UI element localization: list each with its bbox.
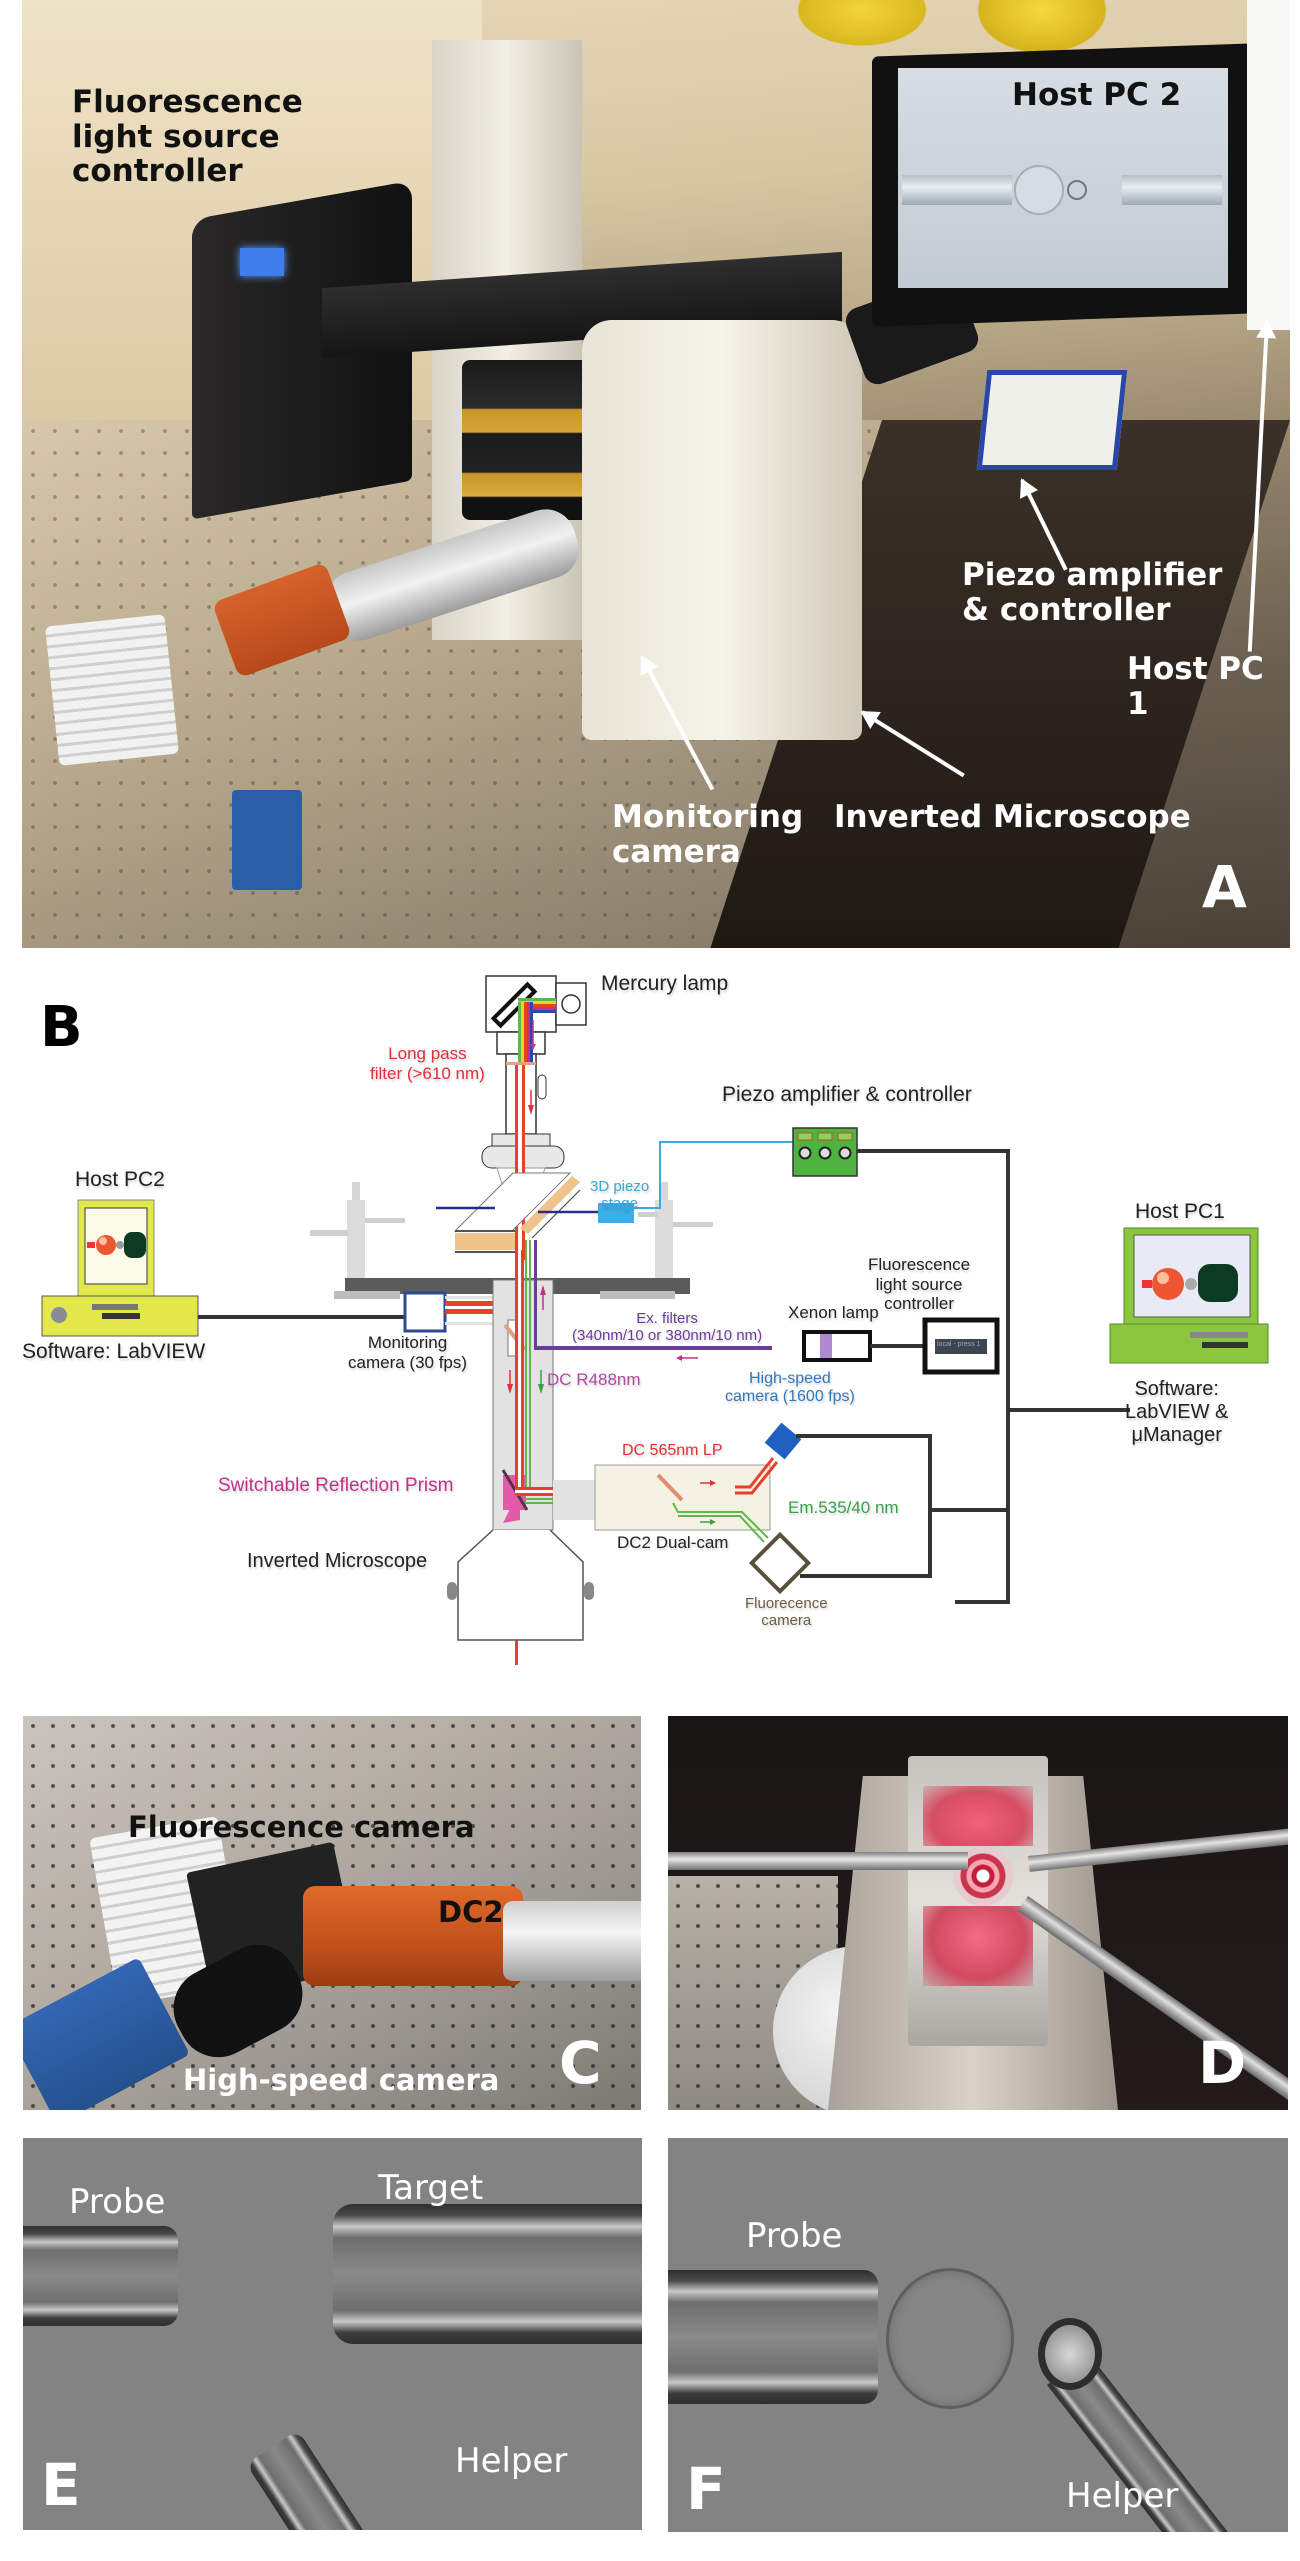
panel-letter-a: A — [1202, 853, 1247, 921]
label-helper: Helper — [1066, 2476, 1179, 2516]
controller-display-text: local - press 1 — [937, 1341, 981, 1348]
panel-letter-d: D — [1198, 2029, 1247, 2097]
label-host-pc2: Host PC 2 — [1012, 77, 1182, 113]
piezo-amplifier-device — [976, 370, 1128, 470]
target-pipette — [333, 2204, 642, 2344]
label-ex-filters: Ex. filters (340nm/10 or 380nm/10 nm) — [572, 1310, 763, 1345]
microscope-port — [503, 1901, 641, 1981]
label-fluorescence-camera: Fluorescence camera — [128, 1810, 475, 1844]
label-inverted-microscope: Inverted Microscope — [834, 799, 1191, 835]
label-probe: Probe — [69, 2182, 166, 2222]
label-high-speed-camera: High-speed camera (1600 fps) — [725, 1370, 855, 1406]
label-reflection-prism: Switchable Reflection Prism — [218, 1475, 454, 1496]
label-helper: Helper — [455, 2441, 568, 2481]
host-pc2-icon — [41, 1199, 405, 1337]
schematic-diagram — [41, 975, 1269, 1665]
label-dc2: DC2 — [438, 1895, 504, 1929]
probe-pipette — [668, 2270, 878, 2404]
fluorescence-camera-device — [45, 614, 179, 766]
panel-f-micrograph: Probe Helper F — [668, 2138, 1288, 2532]
monitoring-camera-icon — [403, 1291, 498, 1333]
high-speed-camera-device — [232, 790, 302, 890]
label-dc-565: DC 565nm LP — [622, 1442, 723, 1459]
label-monitoring-camera: Monitoring camera — [612, 799, 804, 870]
excitation-path — [537, 1317, 1000, 1375]
screen-pipette-right — [1122, 175, 1222, 205]
piezo-amplifier-box — [792, 1127, 1130, 1604]
screen-pipette-left — [902, 175, 1012, 205]
controller-display — [240, 248, 284, 276]
white-light-beam — [506, 998, 556, 1065]
screen-cell — [1014, 165, 1064, 215]
label-piezo-stage: 3D piezo stage — [590, 1178, 650, 1213]
label-software-pc2: Software: LabVIEW — [22, 1340, 206, 1363]
label-inverted-microscope: Inverted Microscope — [247, 1550, 428, 1572]
label-mercury-lamp: Mercury lamp — [601, 972, 729, 995]
panel-letter-c: C — [559, 2029, 602, 2097]
illuminated-chamber-top — [923, 1786, 1033, 1846]
label-fluorescence-camera: Fluorecence camera — [745, 1595, 828, 1630]
pipette-holder-left — [668, 1852, 968, 1870]
host-pc1-icon — [1109, 1227, 1269, 1364]
label-em-filter: Em.535/40 nm — [788, 1498, 899, 1517]
label-host-pc1: Host PC 1 — [1127, 651, 1264, 722]
label-target: Target — [378, 2168, 484, 2208]
label-dc2-dualcam: DC2 Dual-cam — [617, 1533, 729, 1552]
microscope-body — [582, 320, 862, 740]
panel-letter-e: E — [41, 2451, 81, 2519]
label-probe: Probe — [746, 2216, 843, 2256]
dc2-splitter-device — [303, 1886, 523, 1986]
label-fluorescence-controller: Fluorescence light source controller — [868, 1255, 971, 1314]
panel-letter-b: B — [40, 995, 83, 1060]
label-piezo-amplifier: Piezo amplifier & controller — [722, 1083, 972, 1106]
label-fluorescence-controller: Fluorescence light source controller — [72, 84, 303, 190]
label-dc-r488: DC R488nm — [547, 1370, 641, 1389]
panel-b-schematic: B — [0, 950, 1300, 1680]
label-software-pc1: Software: LabVIEW & μManager — [1125, 1378, 1229, 1446]
label-long-pass-filter: Long pass filter (>610 nm) — [370, 1044, 485, 1083]
label-high-speed-camera: High-speed camera — [183, 2063, 500, 2097]
label-piezo-amplifier: Piezo amplifier & controller — [962, 557, 1223, 628]
panel-e-micrograph: Probe Target Helper E — [23, 2138, 642, 2530]
panel-a-photo-setup: Fluorescence light source controller Hos… — [22, 0, 1290, 948]
panel-d-photo-chamber: D — [668, 1716, 1288, 2110]
panel-letter-f: F — [686, 2455, 726, 2523]
label-host-pc2: Host PC2 — [75, 1168, 165, 1191]
label-host-pc1: Host PC1 — [1135, 1200, 1225, 1223]
screen-bead — [1067, 180, 1087, 200]
probe-pipette — [23, 2226, 178, 2326]
host-pc1-screen — [1247, 0, 1290, 330]
dc2-dual-cam — [553, 1422, 1008, 1595]
helper-pipette — [246, 2430, 446, 2530]
label-monitoring-camera: Monitoring camera (30 fps) — [348, 1333, 468, 1372]
illuminated-chamber-bottom — [923, 1906, 1033, 1986]
panel-c-photo-cameras: Fluorescence camera DC2 High-speed camer… — [23, 1716, 641, 2110]
filter-turret — [462, 360, 592, 520]
red-blood-cell — [886, 2268, 1014, 2409]
probe-bead — [1038, 2318, 1102, 2390]
label-xenon-lamp: Xenon lamp — [788, 1303, 879, 1322]
